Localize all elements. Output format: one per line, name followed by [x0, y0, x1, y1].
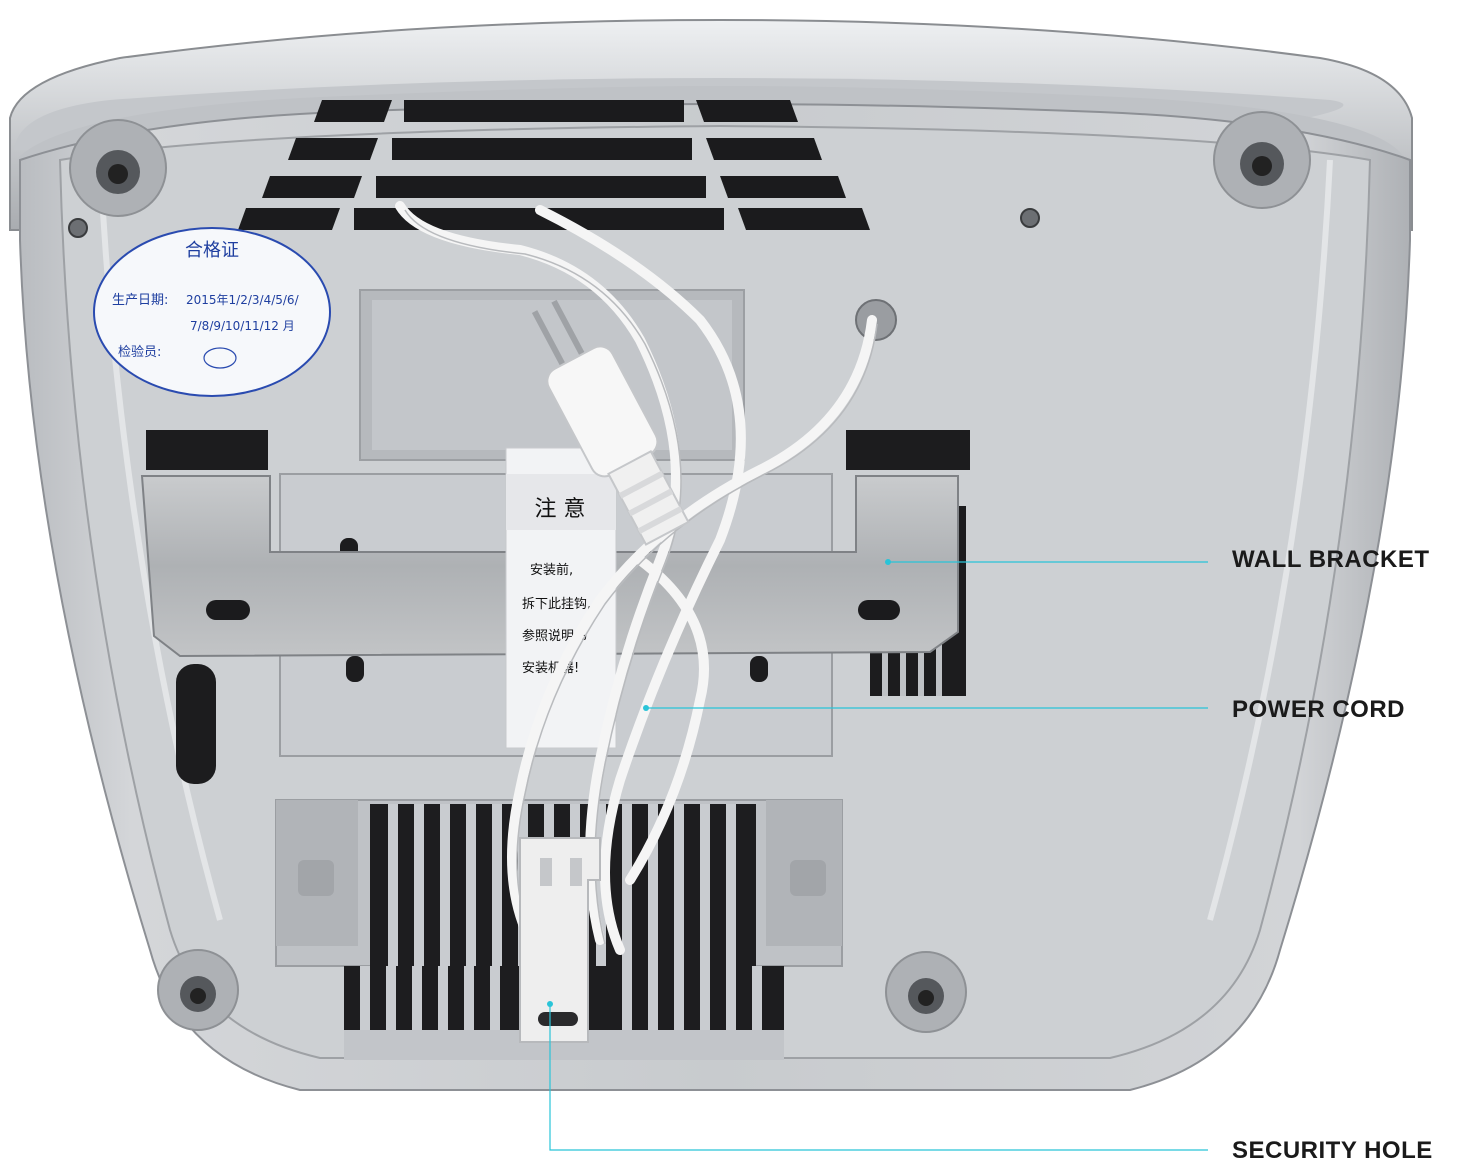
warning-title: 注 意: [535, 497, 586, 522]
security-hole: [538, 1012, 578, 1026]
leader-lines: [549, 561, 1208, 1151]
power-cord-label: POWER CORD: [1232, 696, 1405, 723]
warning-line-1: 安装前,: [530, 562, 573, 578]
bracket-slot-left: [206, 600, 250, 620]
mount-boss-top-right: [1213, 111, 1311, 209]
slot-right: [846, 430, 970, 470]
power-plug: [531, 299, 690, 546]
inspector-label: 检验员:: [118, 344, 161, 360]
slot-left: [146, 430, 268, 470]
power-cord: [395, 201, 877, 955]
screw-right: [1020, 208, 1040, 228]
bracket-slot-right: [858, 600, 900, 620]
mount-boss-bottom-right: [885, 951, 967, 1033]
security-hole-label: SECURITY HOLE: [1232, 1137, 1433, 1163]
production-date-line2: 7/8/9/10/11/12 月: [190, 319, 295, 333]
mount-boss-bottom-left: [157, 949, 239, 1031]
top-vents: [238, 100, 870, 230]
production-date-label: 生产日期:: [112, 293, 168, 308]
production-date-line1: 2015年1/2/3/4/5/6/: [186, 293, 300, 307]
certificate-sticker: 合格证 生产日期: 2015年1/2/3/4/5/6/ 7/8/9/10/11/…: [93, 227, 331, 397]
certificate-title: 合格证: [185, 240, 239, 261]
mount-boss-top-left: [69, 119, 167, 217]
slot-left-long: [176, 664, 216, 784]
security-tab: [519, 837, 601, 1043]
wall-bracket-label: WALL BRACKET: [1232, 546, 1430, 573]
screw-left: [68, 218, 88, 238]
warning-line-2: 拆下此挂钩,: [522, 597, 591, 612]
